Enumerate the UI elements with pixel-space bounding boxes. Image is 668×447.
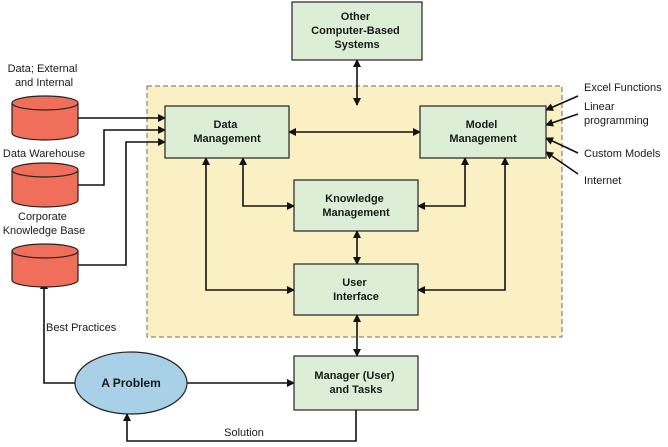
svg-text:Data Management: Data Management (193, 119, 261, 145)
excel-functions-label: Excel Functions (584, 82, 662, 94)
data-warehouse-label: Data Warehouse (3, 148, 85, 160)
svg-text:Corporate Knowledge Base: Corporate Knowledge Base (3, 211, 86, 237)
knowledge-management-line: Management (322, 207, 390, 219)
other-systems-line: Systems (334, 39, 379, 51)
svg-text:Linear programming: Linear programming (584, 101, 649, 127)
manager-line: and Tasks (330, 384, 383, 396)
model-management-line: Model (466, 119, 498, 131)
svg-text:Manager (User) and Tasks: Manager (User) and Tasks (314, 370, 397, 396)
other-systems-line: Other (341, 11, 371, 23)
svg-text:Data; External and Interna: Data; External and Internal (8, 63, 81, 89)
user-interface-line: Interface (333, 291, 379, 303)
database-icon (11, 95, 79, 141)
problem-ellipse: A Problem (74, 351, 188, 415)
other-systems-line: Computer-Based (311, 25, 400, 37)
manager-line: Manager (User) (314, 370, 394, 382)
best-practices-label: Best Practices (46, 322, 117, 334)
problem-label: A Problem (101, 376, 161, 390)
data-management-box: Data Management (164, 105, 290, 159)
custom-models-label: Custom Models (584, 148, 661, 160)
model-management-box: Model Management (419, 105, 547, 159)
data-management-line: Data (214, 119, 239, 131)
svg-text:Knowledge Management: Knowledge Management (322, 193, 390, 219)
manager-box: Manager (User) and Tasks (293, 355, 419, 411)
knowledge-management-line: Knowledge (325, 193, 384, 205)
svg-text:Other Computer-Based: Other Computer-Based Systems (311, 11, 403, 51)
user-interface-box: User Interface (293, 263, 419, 316)
knowledge-management-box: Knowledge Management (293, 179, 419, 232)
database-icon (11, 243, 79, 288)
linear-programming-label: programming (584, 115, 649, 127)
model-management-line: Management (449, 133, 517, 145)
linear-programming-label: Linear (584, 101, 615, 113)
connectors (40, 59, 579, 442)
internet-label: Internet (584, 175, 621, 187)
user-interface-line: User (342, 277, 367, 289)
data-management-line: Management (193, 133, 261, 145)
other-systems-box: Other Computer-Based Systems (291, 1, 423, 61)
svg-text:Model Management: Model Management (449, 119, 517, 145)
knowledge-base-label: Corporate (18, 211, 67, 223)
database-icon (11, 162, 79, 208)
data-external-label: Data; External (8, 63, 78, 75)
svg-text:Data Warehouse: Data Warehouse (3, 148, 85, 160)
knowledge-base-label: Knowledge Base (3, 225, 86, 237)
data-external-label: and Internal (15, 77, 73, 89)
svg-text:User Interface: User Interface (333, 277, 379, 303)
solution-label: Solution (224, 427, 264, 439)
